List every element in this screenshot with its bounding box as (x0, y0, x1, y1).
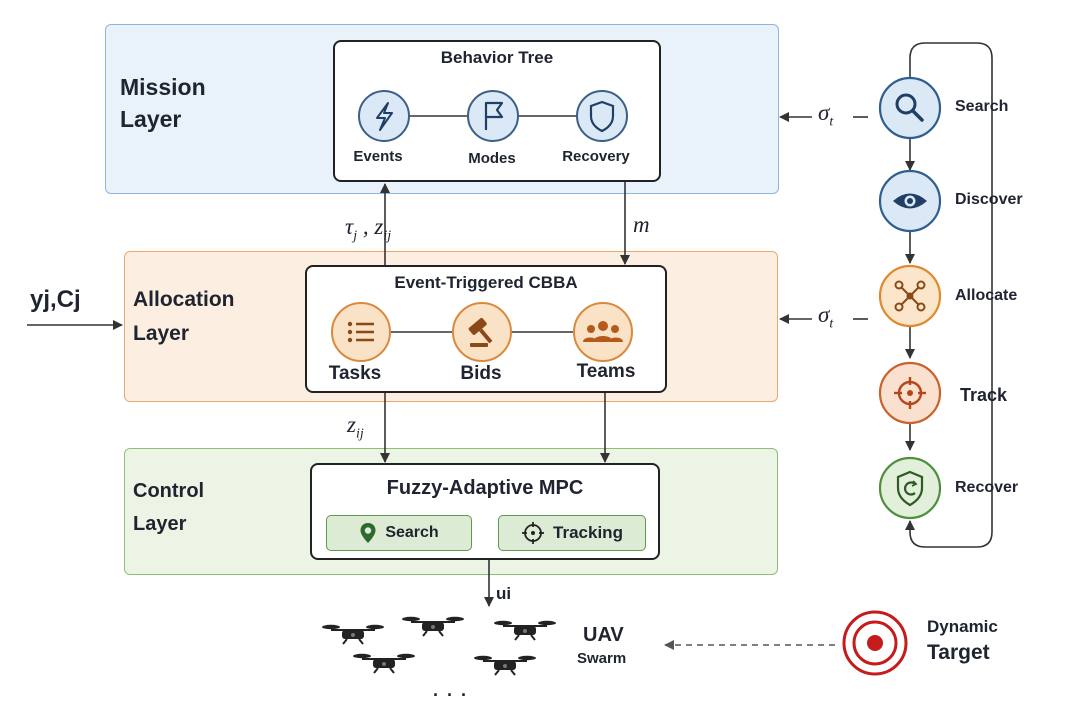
drone-icon (322, 624, 384, 645)
cbba-title: Event-Triggered CBBA (394, 273, 578, 292)
crosshair-target-icon (522, 522, 545, 544)
team-icon (573, 302, 633, 362)
recovery-label: Recovery (562, 148, 630, 165)
flag-icon (467, 90, 519, 142)
network-icon (878, 264, 942, 328)
tracking-mode-box: Tracking (498, 515, 646, 551)
ui-label: ui (496, 584, 512, 603)
flow-label-recover: Recover (955, 479, 1019, 496)
eye-icon (878, 169, 942, 233)
list-icon (331, 302, 391, 362)
target-icon (842, 610, 908, 676)
bids-label: Bids (460, 363, 502, 384)
flow-label-allocate: Allocate (955, 287, 1018, 304)
teams-label: Teams (576, 361, 636, 382)
zij-label: zij (347, 412, 364, 442)
target-label-bottom: Target (927, 641, 990, 664)
mpc-box: Fuzzy-Adaptive MPC Search Tracking (310, 463, 660, 560)
tracking-mode-label: Tracking (553, 523, 623, 542)
drone-icon (474, 655, 536, 676)
input-yj-cj-label: yj,Cj (30, 286, 81, 313)
sigma-t-label-mission: σt (818, 100, 834, 130)
sigma-t-label-allocation: σt (818, 302, 834, 332)
tasks-label: Tasks (328, 363, 382, 384)
location-pin-icon (360, 523, 376, 543)
drone-icon (494, 620, 556, 641)
drone-icon (353, 653, 415, 674)
uav-label: UAV (583, 624, 624, 646)
mpc-title: Fuzzy-Adaptive MPC (386, 477, 584, 499)
mission-layer-title: Mission Layer (120, 74, 206, 132)
target-label-top: Dynamic (927, 617, 998, 636)
flow-label-discover: Discover (955, 191, 1023, 208)
tau-z-label: τj , zij (345, 214, 392, 244)
control-layer-title: Control Layer (133, 480, 205, 535)
flow-label-search: Search (955, 98, 1009, 115)
shield-icon (576, 90, 628, 142)
drone-icon (402, 616, 464, 637)
swarm-label: Swarm (577, 650, 627, 667)
flow-label-track: Track (960, 385, 1008, 405)
events-label: Events (353, 148, 403, 165)
m-label: m (633, 212, 650, 237)
modes-label: Modes (468, 150, 516, 167)
lightning-icon (358, 90, 410, 142)
allocation-layer-title: Allocation Layer (133, 288, 235, 345)
search-mode-box: Search (326, 515, 472, 551)
crosshair-icon (878, 361, 942, 425)
magnifier-icon (878, 76, 942, 140)
shield-recover-icon (878, 456, 942, 520)
behavior-tree-title: Behavior Tree (440, 48, 554, 67)
gavel-icon (452, 302, 512, 362)
search-mode-label: Search (385, 524, 439, 541)
swarm-ellipsis: . . . (433, 680, 469, 700)
